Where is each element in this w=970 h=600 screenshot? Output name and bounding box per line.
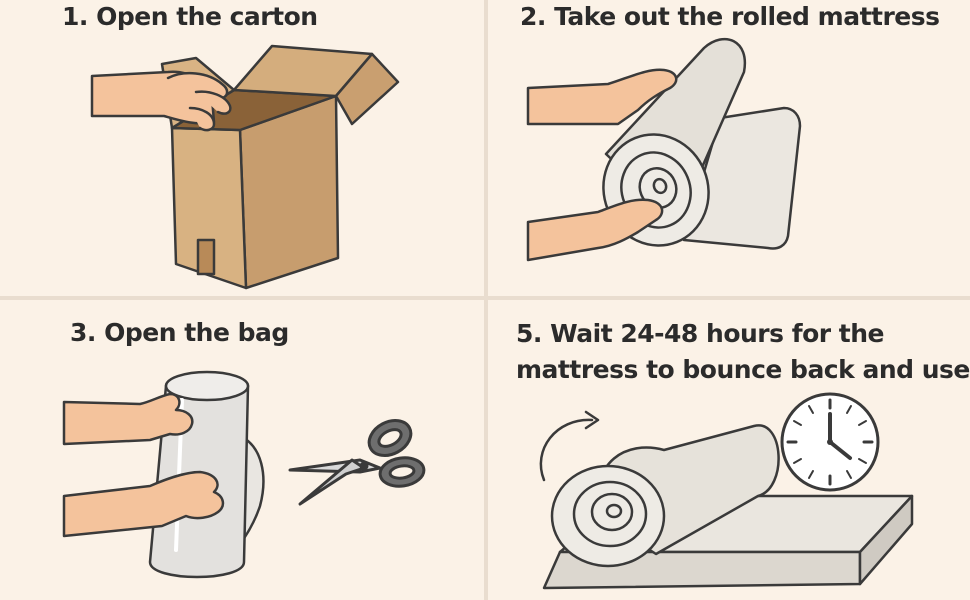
step-5-title-line-2: mattress to bounce back and use <box>516 355 970 384</box>
motion-arrow <box>539 418 594 482</box>
arm-bottom <box>62 470 225 538</box>
step-2-panel: 2. Take out the rolled mattress <box>488 0 970 296</box>
arm-top <box>526 68 678 126</box>
step-2-title: 2. Take out the rolled mattress <box>520 2 940 31</box>
step-1-title: 1. Open the carton <box>62 2 318 31</box>
arm-top <box>62 392 194 446</box>
step-1-panel: 1. Open the carton <box>0 0 484 296</box>
step-5-title: 5. Wait 24-48 hours for the mattress to … <box>516 316 970 388</box>
step-3-title: 3. Open the bag <box>70 318 289 347</box>
open-carton-illustration <box>90 44 400 290</box>
clock-icon <box>780 392 880 492</box>
bounce-back-illustration <box>539 392 914 590</box>
open-bag-illustration <box>62 370 426 579</box>
flat-mattress-side <box>858 494 914 586</box>
step-3-panel: 3. Open the bag <box>0 300 484 600</box>
rolled-mattress-illustration <box>526 37 802 262</box>
step-5-title-line-1: 5. Wait 24-48 hours for the <box>516 319 885 348</box>
step-5-panel: 5. Wait 24-48 hours for the mattress to … <box>488 300 970 600</box>
arm-bottom <box>526 198 664 262</box>
scissors-icon <box>288 418 426 506</box>
carton-right-flap <box>334 52 400 126</box>
carton-tape <box>196 238 216 276</box>
